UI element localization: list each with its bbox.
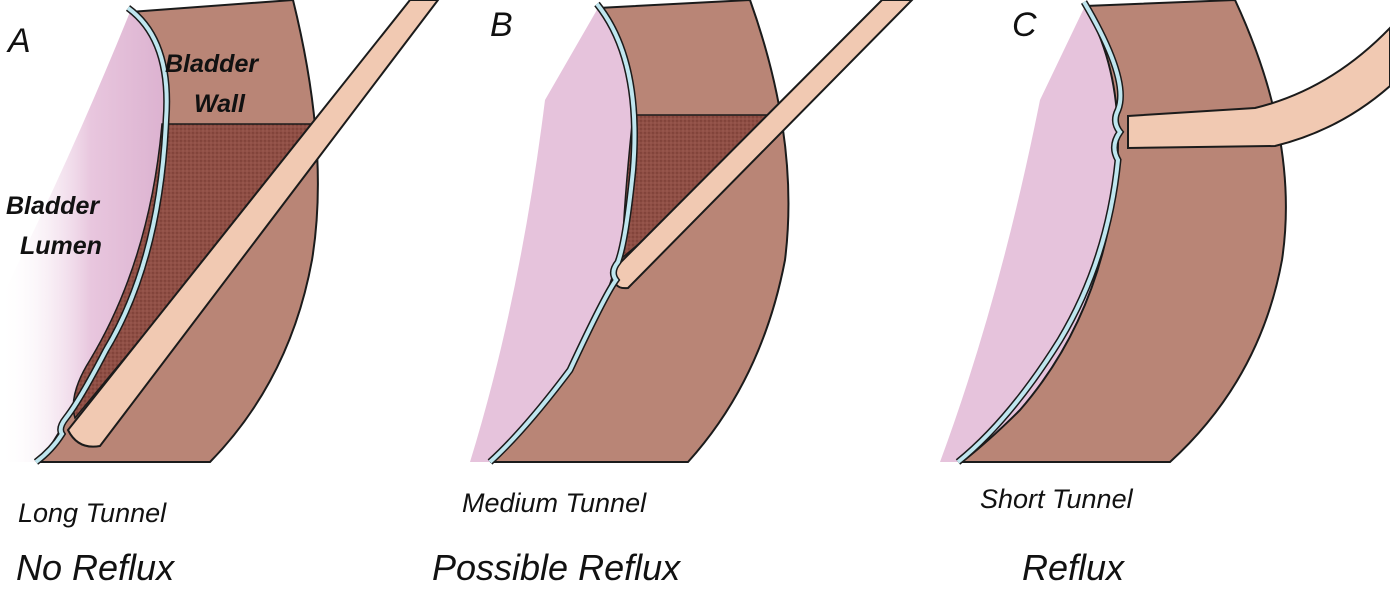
bladder-lumen — [470, 8, 634, 462]
bladder-lumen — [0, 12, 166, 462]
tunnel-label-b: Medium Tunnel — [462, 488, 647, 518]
panel-a — [0, 0, 440, 465]
panel-c — [940, 0, 1390, 465]
panel-b — [470, 0, 914, 465]
bladder-lumen — [940, 6, 1119, 462]
tunnel-label-c: Short Tunnel — [980, 484, 1134, 514]
bladder-wall-label-line-1: Bladder — [165, 50, 259, 78]
ureter — [1127, 26, 1390, 150]
panel-letter-c: C — [1012, 6, 1037, 44]
tunnel-label-a: Long Tunnel — [18, 498, 167, 528]
bladder-lumen-label-line-2: Lumen — [20, 232, 102, 260]
bladder-lumen-label-line-1: Bladder — [6, 192, 100, 220]
panel-letter-b: B — [490, 6, 513, 44]
outcome-label-a: No Reflux — [16, 547, 176, 588]
ureter — [66, 0, 440, 448]
bladder-wall-label-line-2: Wall — [194, 90, 246, 118]
outcome-label-b: Possible Reflux — [432, 547, 682, 588]
panel-letter-a: A — [6, 22, 31, 60]
outcome-label-c: Reflux — [1022, 547, 1126, 588]
